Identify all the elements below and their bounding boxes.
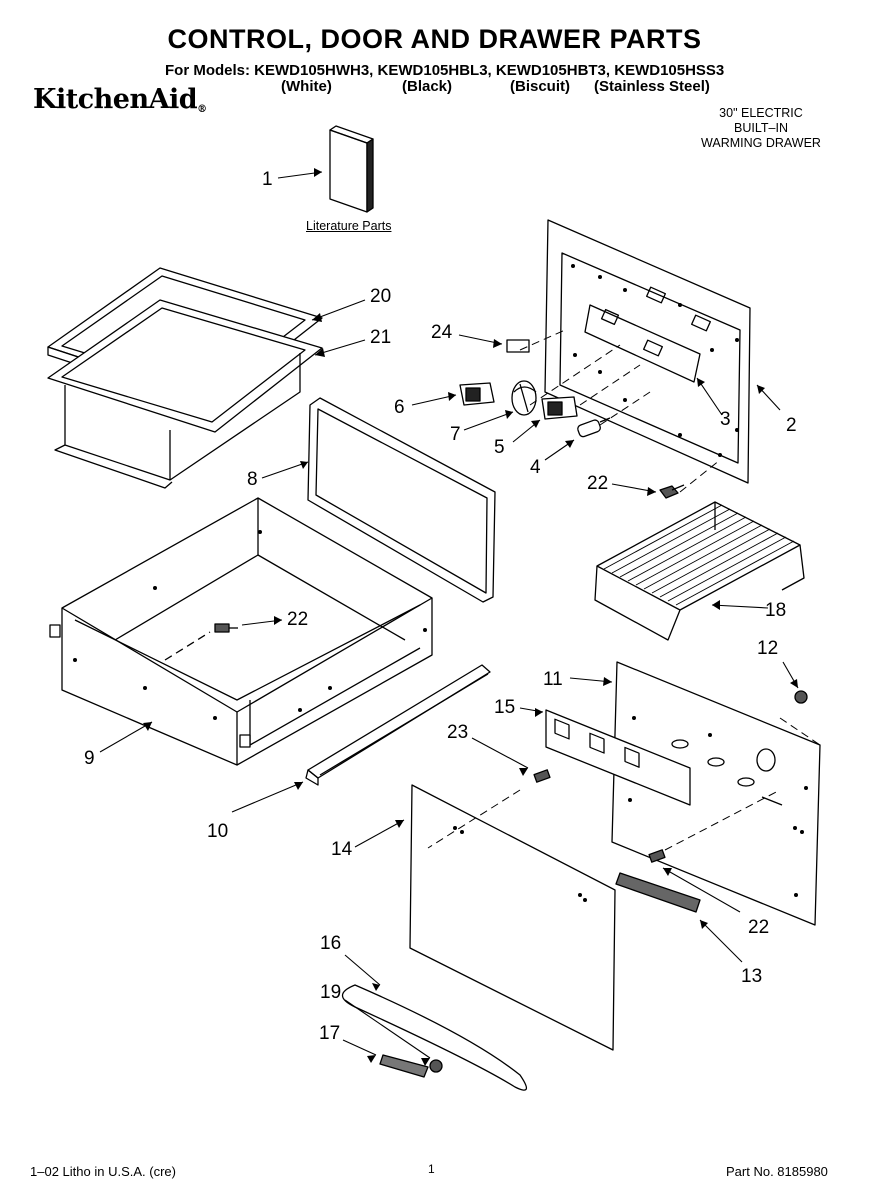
callout-18: 18 xyxy=(765,600,787,621)
footer-page-number: 1 xyxy=(428,1162,435,1176)
callout-17: 17 xyxy=(319,1023,341,1044)
brand-name: KitchenAid xyxy=(33,84,198,115)
color-black: (Black) xyxy=(402,78,453,95)
product-description: 30" ELECTRIC BUILT–IN WARMING DRAWER xyxy=(690,106,832,151)
callout-14: 14 xyxy=(331,839,353,860)
footer-part-number: Part No. 8185980 xyxy=(726,1164,828,1179)
switch-bracket-part xyxy=(545,709,691,806)
warming-pan-part xyxy=(47,299,323,489)
callout-19: 19 xyxy=(320,982,342,1003)
drawer-holes xyxy=(73,530,427,720)
callout-5: 5 xyxy=(494,437,505,458)
callout-1: 1 xyxy=(262,169,273,190)
brand-logo: KitchenAid® xyxy=(33,84,207,115)
callout-22-drawer: 22 xyxy=(287,609,309,630)
description-line-3: WARMING DRAWER xyxy=(701,136,821,150)
callout-13: 13 xyxy=(741,966,763,987)
page-title: CONTROL, DOOR AND DRAWER PARTS xyxy=(167,24,702,54)
door-outer-panel-part xyxy=(409,784,616,1051)
callout-11: 11 xyxy=(543,669,563,690)
callout-15: 15 xyxy=(494,697,516,718)
callout-9: 9 xyxy=(84,748,95,769)
footer-litho: 1–02 Litho in U.S.A. (cre) xyxy=(30,1164,176,1179)
screw-part-drawer xyxy=(214,623,238,633)
callout-20: 20 xyxy=(370,286,392,307)
callout-24: 24 xyxy=(431,322,453,343)
brand-registered-mark: ® xyxy=(197,104,207,115)
callout-16: 16 xyxy=(320,933,342,954)
switch-part-6 xyxy=(459,382,495,406)
callout-2: 2 xyxy=(786,415,797,436)
thermostat-part xyxy=(577,417,611,438)
description-line-1: 30" ELECTRIC xyxy=(719,106,803,120)
callout-8: 8 xyxy=(247,469,258,490)
control-knob-part xyxy=(511,380,537,416)
models-line: For Models: KEWD105HWH3, KEWD105HBL3, KE… xyxy=(165,62,725,79)
callout-22-bottom: 22 xyxy=(748,917,770,938)
callout-6: 6 xyxy=(394,397,405,418)
color-stainless-steel: (Stainless Steel) xyxy=(594,78,710,95)
callout-23: 23 xyxy=(447,722,469,743)
callout-21: 21 xyxy=(370,327,392,348)
screw-part-top xyxy=(659,484,685,499)
door-inner-panel-part xyxy=(611,661,821,926)
door-handle-part xyxy=(341,984,527,1091)
handle-screw-part xyxy=(429,1059,443,1073)
screw-part-23 xyxy=(533,769,551,783)
leader-dash xyxy=(164,631,211,661)
door-gasket-part xyxy=(307,397,496,603)
callout-12: 12 xyxy=(757,638,779,659)
screw-part-bottom xyxy=(648,849,666,863)
callout-22-top: 22 xyxy=(587,473,609,494)
literature-booklet-part xyxy=(329,125,374,213)
drawer-slide-part xyxy=(305,664,491,786)
drawer-body-part xyxy=(49,497,433,766)
hinge-part xyxy=(615,872,701,913)
callout-7: 7 xyxy=(450,424,461,445)
description-line-2: BUILT–IN xyxy=(734,121,788,135)
callout-3: 3 xyxy=(720,409,731,430)
switch-part-5 xyxy=(541,396,578,420)
panel-holes xyxy=(571,264,739,457)
color-white: (White) xyxy=(281,78,332,95)
color-biscuit: (Biscuit) xyxy=(510,78,570,95)
label-part xyxy=(506,339,530,353)
literature-parts-label: Literature Parts xyxy=(306,219,392,233)
control-panel-bracket-part xyxy=(544,219,751,484)
nut-part xyxy=(794,690,808,704)
callout-10: 10 xyxy=(207,821,229,842)
emblem-part xyxy=(379,1054,429,1078)
wire-rack-part xyxy=(594,501,805,641)
callout-4: 4 xyxy=(530,457,541,478)
